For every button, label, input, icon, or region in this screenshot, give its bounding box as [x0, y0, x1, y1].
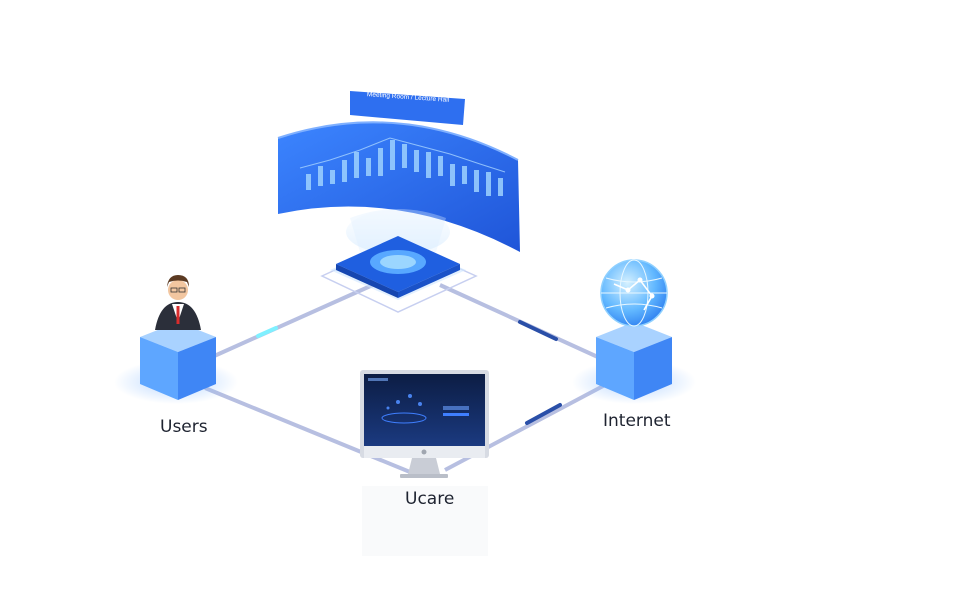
- ucare-label: Ucare: [405, 489, 455, 509]
- banner: [350, 91, 465, 125]
- person-icon: [155, 275, 201, 330]
- globe-icon: [600, 259, 668, 327]
- users-node: [114, 275, 238, 404]
- link-highlights: [256, 320, 562, 425]
- users-label: Users: [160, 417, 208, 437]
- hub-device: [320, 209, 478, 313]
- computer-icon: [360, 370, 489, 556]
- display-screen-icon: [277, 121, 520, 253]
- internet-node: [572, 259, 696, 404]
- link-users-hub: [211, 282, 376, 359]
- internet-label: Internet: [603, 411, 671, 431]
